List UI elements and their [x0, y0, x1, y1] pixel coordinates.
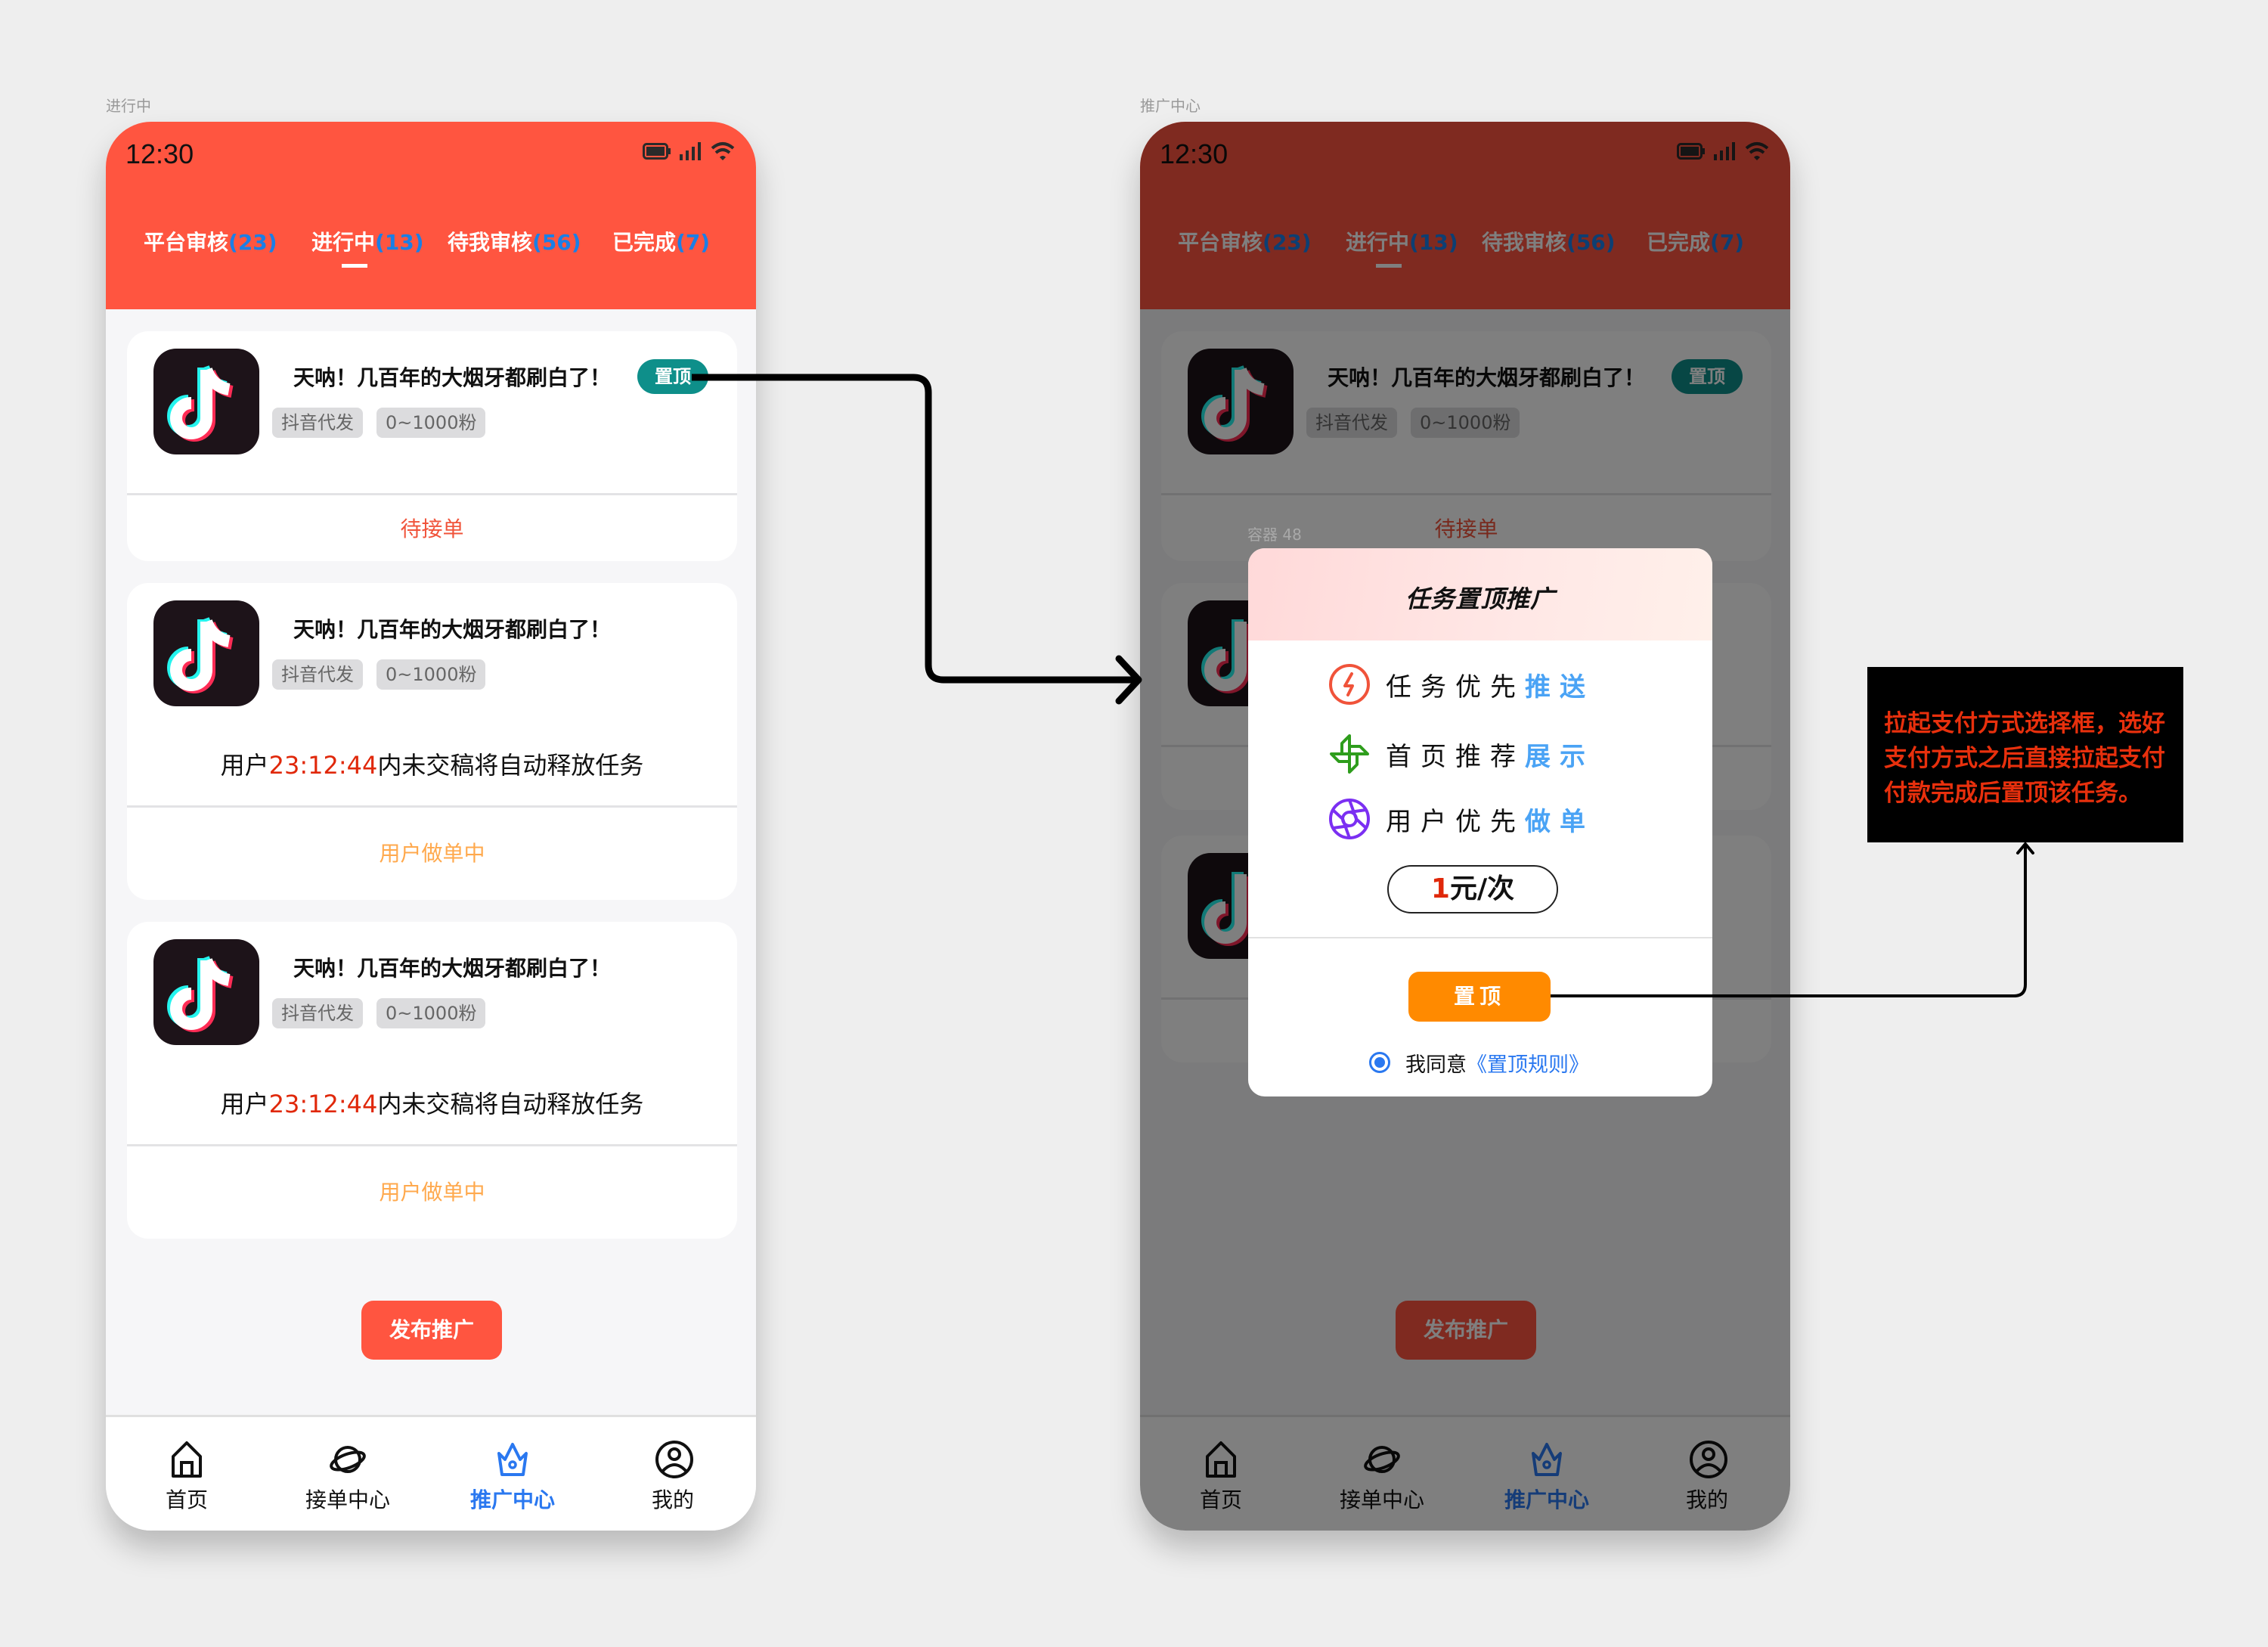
- release-countdown: 用户23:12:44内未交稿将自动释放任务: [127, 1085, 737, 1120]
- tag-pill: 抖音代发: [272, 659, 363, 690]
- tab-label: 待我审核: [448, 230, 533, 255]
- price-tag: 1元/次: [1387, 865, 1558, 913]
- tag-pill: 抖音代发: [272, 998, 363, 1028]
- pin-promotion-modal: 任务置顶推广 任务优先推送 首页推荐展示 用户优先做单 1元/次 置顶 我同意 …: [1248, 548, 1712, 1096]
- frame-label-left: 进行中: [106, 97, 151, 115]
- active-tab-indicator: [342, 264, 367, 268]
- tag-pill: 0~1000粉: [376, 659, 486, 690]
- task-title: 天呐！几百年的大烟牙都刷白了！: [293, 956, 612, 981]
- tab-platform-review[interactable]: 平台审核(23): [144, 226, 277, 256]
- feature-priority-push: 任务优先推送: [1328, 663, 1594, 706]
- task-title: 天呐！几百年的大烟牙都刷白了！: [293, 365, 612, 390]
- status-time: 12:30: [125, 138, 194, 169]
- nav-order-center[interactable]: 接单中心: [272, 1417, 423, 1531]
- tab-label: 平台审核: [144, 230, 229, 255]
- tiktok-app-icon: [153, 939, 259, 1045]
- arrow-button-to-note: [1551, 845, 2027, 997]
- feature-homepage-display: 首页推荐展示: [1328, 733, 1594, 775]
- aperture-icon: [1329, 799, 1370, 839]
- publish-promotion-button[interactable]: 发布推广: [361, 1301, 502, 1360]
- phone-in-progress: 12:30 平台审核(23) 进行中(13) 待我审核(56) 已完成(7) 天…: [106, 122, 756, 1531]
- card-divider: [127, 1144, 737, 1146]
- feature-highlight: 展示: [1525, 741, 1594, 772]
- tab-count: (7): [676, 230, 711, 255]
- home-icon: [172, 1441, 202, 1478]
- task-card[interactable]: 天呐！几百年的大烟牙都刷白了！ 抖音代发 0~1000粉 用户23:12:44内…: [127, 583, 737, 900]
- agree-terms[interactable]: 我同意 《置顶规则》: [1369, 1047, 1589, 1078]
- tab-in-progress[interactable]: 进行中(13): [311, 226, 424, 256]
- modal-title: 任务置顶推广: [1405, 585, 1555, 613]
- price-unit: 元/次: [1449, 873, 1515, 904]
- tab-label: 已完成: [612, 230, 677, 255]
- card-divider: [127, 493, 737, 495]
- status-tabs: 平台审核(23) 进行中(13) 待我审核(56) 已完成(7): [106, 226, 756, 264]
- feature-text: 首页推荐展示: [1386, 741, 1594, 772]
- tab-awaiting-my-review[interactable]: 待我审核(56): [448, 226, 581, 256]
- tag-pill: 0~1000粉: [376, 408, 486, 438]
- arrow-up-head-icon: [2016, 841, 2034, 855]
- feature-text: 用户优先做单: [1386, 806, 1594, 837]
- modal-header: 任务置顶推广: [1248, 548, 1712, 640]
- nav-label: 首页: [165, 1487, 208, 1512]
- pinwheel-icon: [1330, 734, 1369, 774]
- countdown-time: 23:12:44: [268, 1090, 378, 1118]
- countdown-time: 23:12:44: [268, 751, 378, 780]
- nav-label: 接单中心: [305, 1487, 390, 1512]
- tiktok-app-icon: [153, 600, 259, 706]
- frame-label-right: 推广中心: [1140, 97, 1201, 115]
- tiktok-app-icon: [153, 349, 259, 454]
- tab-count: (56): [532, 230, 581, 255]
- lightning-icon: [1329, 664, 1370, 705]
- signal-icon: [680, 142, 701, 160]
- battery-icon: [643, 143, 671, 160]
- feature-user-priority: 用户优先做单: [1328, 798, 1594, 840]
- tab-label: 进行中: [311, 230, 376, 255]
- arrow-badge-to-modal: [692, 374, 1137, 684]
- feature-text: 任务优先推送: [1386, 672, 1594, 703]
- countdown-prefix: 用户: [220, 1090, 269, 1118]
- card-status: 用户做单中: [379, 1180, 485, 1205]
- card-status: 用户做单中: [379, 841, 485, 866]
- nav-home[interactable]: 首页: [111, 1417, 262, 1531]
- planet-icon: [330, 1446, 366, 1473]
- status-icons: [643, 141, 735, 161]
- card-divider: [127, 805, 737, 808]
- pin-rules-link[interactable]: 《置顶规则》: [1467, 1053, 1589, 1077]
- wifi-icon: [711, 142, 735, 160]
- annotation-note: 拉起支付方式选择框，选好支付方式之后直接拉起支付付款完成后置顶该任务。: [1867, 667, 2183, 842]
- nav-mine[interactable]: 我的: [597, 1417, 748, 1531]
- feature-highlight: 做单: [1525, 806, 1594, 837]
- price-number: 1: [1430, 873, 1450, 904]
- tab-count: (13): [375, 230, 424, 255]
- header: 12:30 平台审核(23) 进行中(13) 待我审核(56) 已完成(7): [106, 122, 756, 309]
- countdown-suffix: 内未交稿将自动释放任务: [377, 751, 644, 780]
- bottom-nav: 首页 接单中心 推广中心 我的: [106, 1415, 756, 1531]
- countdown-suffix: 内未交稿将自动释放任务: [377, 1090, 644, 1118]
- nav-promotion-center[interactable]: 推广中心: [437, 1417, 588, 1531]
- nav-label: 推广中心: [469, 1487, 555, 1512]
- task-card[interactable]: 天呐！几百年的大烟牙都刷白了！ 抖音代发 0~1000粉 用户23:12:44内…: [127, 922, 737, 1239]
- tag-pill: 抖音代发: [272, 408, 363, 438]
- arrow-head-icon: [1115, 655, 1142, 705]
- agree-text: 我同意: [1405, 1053, 1467, 1077]
- tag-pill: 0~1000粉: [376, 998, 486, 1028]
- pin-top-button[interactable]: 置顶: [1408, 972, 1551, 1022]
- release-countdown: 用户23:12:44内未交稿将自动释放任务: [127, 746, 737, 781]
- task-card[interactable]: 天呐！几百年的大烟牙都刷白了！ 抖音代发 0~1000粉 置顶 待接单: [127, 331, 737, 561]
- container-label: 容器 48: [1247, 526, 1302, 544]
- user-circle-icon: [655, 1441, 693, 1478]
- annotation-text: 拉起支付方式选择框，选好支付方式之后直接拉起支付付款完成后置顶该任务。: [1884, 710, 2165, 807]
- feature-highlight: 推送: [1525, 672, 1594, 703]
- crown-icon: [497, 1443, 528, 1476]
- modal-divider: [1248, 937, 1712, 938]
- agree-radio[interactable]: [1369, 1052, 1390, 1073]
- countdown-prefix: 用户: [220, 751, 269, 780]
- tab-count: (23): [228, 230, 277, 255]
- tab-completed[interactable]: 已完成(7): [612, 226, 710, 256]
- task-title: 天呐！几百年的大烟牙都刷白了！: [293, 617, 612, 642]
- nav-label: 我的: [651, 1487, 694, 1512]
- card-status: 待接单: [400, 516, 464, 541]
